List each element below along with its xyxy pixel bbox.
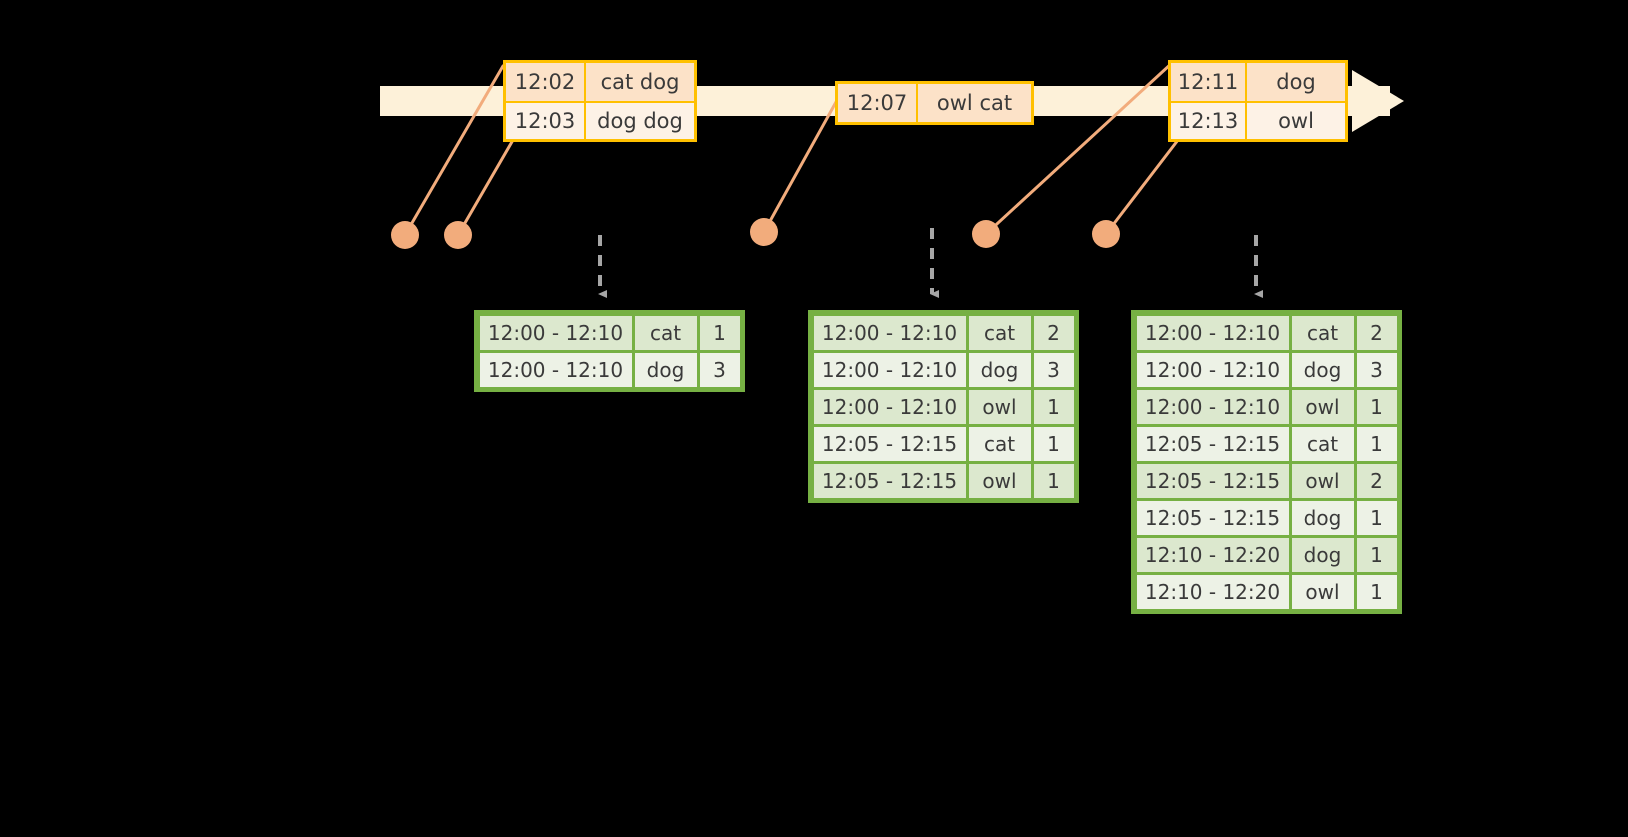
window-cell: 12:05 - 12:15 bbox=[813, 426, 966, 461]
table-row[interactable]: 12:10 - 12:20 owl 1 bbox=[1135, 573, 1398, 610]
table-row[interactable]: 12:05 - 12:15 cat 1 bbox=[812, 425, 1075, 462]
count-cell: 1 bbox=[1033, 426, 1074, 461]
table-row[interactable]: 12:00 - 12:10 owl 1 bbox=[1135, 388, 1398, 425]
window-cell: 12:00 - 12:10 bbox=[813, 352, 966, 387]
connector-line-2 bbox=[456, 138, 515, 237]
word-cell: owl bbox=[1291, 389, 1354, 424]
word-cell: owl bbox=[968, 389, 1031, 424]
result-table-3[interactable]: 12:00 - 12:10 cat 2 12:00 - 12:10 dog 3 … bbox=[1131, 310, 1402, 614]
word-cell: dog bbox=[634, 352, 697, 387]
window-cell: 12:05 - 12:15 bbox=[1136, 500, 1289, 535]
event-words: owl bbox=[1247, 103, 1345, 139]
window-cell: 12:00 - 12:10 bbox=[813, 315, 966, 350]
table-row[interactable]: 12:10 - 12:20 dog 1 bbox=[1135, 536, 1398, 573]
window-cell: 12:00 - 12:10 bbox=[479, 315, 632, 350]
event-row[interactable]: 12:07 owl cat bbox=[838, 84, 1031, 122]
window-cell: 12:05 - 12:15 bbox=[813, 463, 966, 498]
word-cell: cat bbox=[968, 426, 1031, 461]
window-cell: 12:00 - 12:10 bbox=[1136, 315, 1289, 350]
connector-dot-2 bbox=[444, 221, 472, 249]
word-cell: owl bbox=[968, 463, 1031, 498]
count-cell: 2 bbox=[1033, 315, 1074, 350]
event-words: owl cat bbox=[918, 84, 1031, 122]
event-words: cat dog bbox=[586, 63, 694, 101]
count-cell: 1 bbox=[1356, 389, 1397, 424]
table-row[interactable]: 12:00 - 12:10 dog 3 bbox=[812, 351, 1075, 388]
connector-line-1 bbox=[403, 64, 505, 237]
window-cell: 12:05 - 12:15 bbox=[1136, 426, 1289, 461]
window-cell: 12:05 - 12:15 bbox=[1136, 463, 1289, 498]
table-row[interactable]: 12:00 - 12:10 dog 3 bbox=[1135, 351, 1398, 388]
window-cell: 12:10 - 12:20 bbox=[1136, 537, 1289, 572]
event-group-3[interactable]: 12:11 dog 12:13 owl bbox=[1168, 60, 1348, 142]
count-cell: 1 bbox=[1356, 537, 1397, 572]
window-cell: 12:10 - 12:20 bbox=[1136, 574, 1289, 609]
count-cell: 1 bbox=[1356, 574, 1397, 609]
connector-dot-4 bbox=[972, 220, 1000, 248]
window-cell: 12:00 - 12:10 bbox=[479, 352, 632, 387]
count-cell: 1 bbox=[699, 315, 740, 350]
connector-dot-1 bbox=[391, 221, 419, 249]
word-cell: dog bbox=[1291, 352, 1354, 387]
event-group-2[interactable]: 12:07 owl cat bbox=[835, 81, 1034, 125]
count-cell: 3 bbox=[699, 352, 740, 387]
word-cell: cat bbox=[1291, 315, 1354, 350]
result-table-1[interactable]: 12:00 - 12:10 cat 1 12:00 - 12:10 dog 3 bbox=[474, 310, 745, 392]
window-cell: 12:00 - 12:10 bbox=[813, 389, 966, 424]
event-words: dog dog bbox=[586, 103, 694, 139]
word-cell: dog bbox=[1291, 537, 1354, 572]
event-time: 12:11 bbox=[1171, 63, 1247, 101]
result-table-2[interactable]: 12:00 - 12:10 cat 2 12:00 - 12:10 dog 3 … bbox=[808, 310, 1079, 503]
count-cell: 2 bbox=[1356, 463, 1397, 498]
table-row[interactable]: 12:05 - 12:15 owl 2 bbox=[1135, 462, 1398, 499]
window-cell: 12:00 - 12:10 bbox=[1136, 389, 1289, 424]
table-row[interactable]: 12:00 - 12:10 cat 1 bbox=[478, 314, 741, 351]
word-cell: cat bbox=[634, 315, 697, 350]
table-row[interactable]: 12:05 - 12:15 cat 1 bbox=[1135, 425, 1398, 462]
count-cell: 2 bbox=[1356, 315, 1397, 350]
event-time: 12:13 bbox=[1171, 103, 1247, 139]
word-cell: dog bbox=[968, 352, 1031, 387]
table-row[interactable]: 12:00 - 12:10 cat 2 bbox=[812, 314, 1075, 351]
word-cell: dog bbox=[1291, 500, 1354, 535]
table-row[interactable]: 12:05 - 12:15 owl 1 bbox=[812, 462, 1075, 499]
connector-line-5 bbox=[1104, 138, 1180, 236]
connector-dot-3 bbox=[750, 218, 778, 246]
count-cell: 3 bbox=[1033, 352, 1074, 387]
event-time: 12:02 bbox=[506, 63, 586, 101]
emit-arrows bbox=[598, 228, 1263, 298]
event-group-1[interactable]: 12:02 cat dog 12:03 dog dog bbox=[503, 60, 697, 142]
word-cell: owl bbox=[1291, 463, 1354, 498]
event-row[interactable]: 12:02 cat dog bbox=[506, 63, 694, 101]
word-cell: cat bbox=[1291, 426, 1354, 461]
count-cell: 1 bbox=[1033, 389, 1074, 424]
event-row[interactable]: 12:03 dog dog bbox=[506, 101, 694, 139]
event-row[interactable]: 12:11 dog bbox=[1171, 63, 1345, 101]
event-row[interactable]: 12:13 owl bbox=[1171, 101, 1345, 139]
connector-dots bbox=[391, 218, 1120, 249]
word-cell: cat bbox=[968, 315, 1031, 350]
count-cell: 3 bbox=[1356, 352, 1397, 387]
count-cell: 1 bbox=[1356, 426, 1397, 461]
connector-line-3 bbox=[762, 82, 848, 234]
table-row[interactable]: 12:00 - 12:10 dog 3 bbox=[478, 351, 741, 388]
connector-lines bbox=[403, 61, 1180, 237]
table-row[interactable]: 12:00 - 12:10 cat 2 bbox=[1135, 314, 1398, 351]
event-time: 12:07 bbox=[838, 84, 918, 122]
table-row[interactable]: 12:05 - 12:15 dog 1 bbox=[1135, 499, 1398, 536]
window-cell: 12:00 - 12:10 bbox=[1136, 352, 1289, 387]
event-time: 12:03 bbox=[506, 103, 586, 139]
table-row[interactable]: 12:00 - 12:10 owl 1 bbox=[812, 388, 1075, 425]
event-words: dog bbox=[1247, 63, 1345, 101]
connector-line-4 bbox=[984, 61, 1174, 236]
count-cell: 1 bbox=[1356, 500, 1397, 535]
word-cell: owl bbox=[1291, 574, 1354, 609]
count-cell: 1 bbox=[1033, 463, 1074, 498]
connector-dot-5 bbox=[1092, 220, 1120, 248]
